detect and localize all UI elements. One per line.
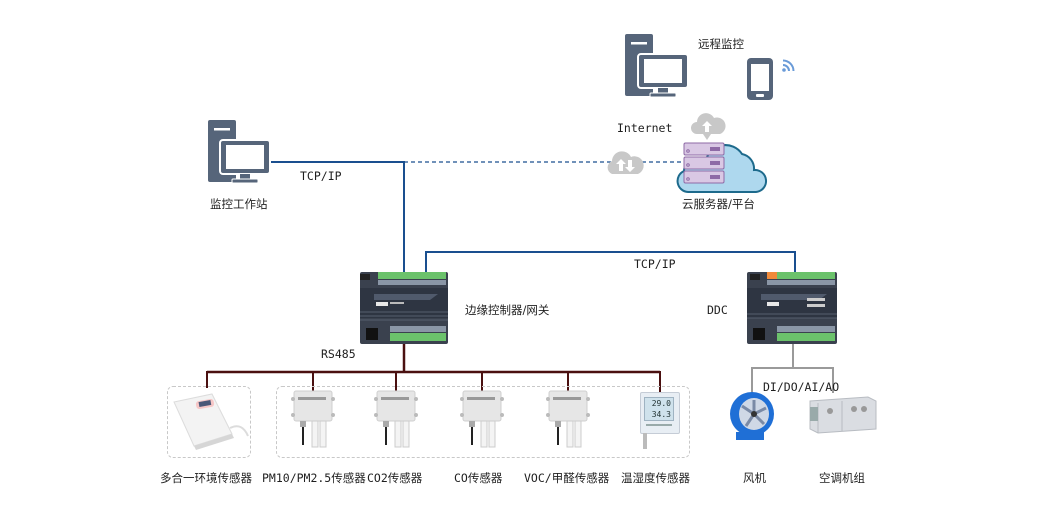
sensor-label: 多合一环境传感器 [160, 471, 252, 485]
pm-sensor-device-icon [291, 390, 335, 448]
workstation-label: 监控工作站 [210, 197, 268, 211]
cloud-sync-icon [607, 151, 644, 174]
temp-reading: 29.0 [651, 399, 671, 408]
sensor-label: CO传感器 [454, 471, 503, 485]
tcp-ip-label-workstation: TCP/IP [300, 169, 342, 183]
voc-sensor-device-icon [546, 390, 590, 448]
multi-sensor-group [167, 386, 251, 458]
fan-icon [730, 392, 774, 440]
sensor-label: VOC/甲醛传感器 [524, 471, 610, 485]
internet-label: Internet [617, 121, 673, 135]
io-signals-label: DI/DO/AI/AO [763, 380, 840, 394]
sensor-label: CO2传感器 [367, 471, 423, 485]
edge-controller-device-icon [360, 272, 448, 344]
air-handling-unit-icon [809, 396, 877, 434]
tcp-ip-label-ddc: TCP/IP [634, 257, 676, 271]
co2-sensor-device-icon [374, 390, 418, 448]
equipment-label: 空调机组 [819, 471, 865, 485]
mobile-phone-icon [747, 58, 773, 100]
ddc-controller-device-icon [747, 272, 837, 344]
wifi-signal-icon [782, 59, 795, 72]
sensor-label: PM10/PM2.5传感器 [262, 471, 366, 485]
edge-controller-label: 边缘控制器/网关 [465, 303, 550, 317]
sensor-label: 温湿度传感器 [621, 471, 690, 485]
co-sensor-device-icon [460, 390, 504, 448]
multi-sensor-device-icon [173, 393, 249, 450]
workstation-computer-icon [208, 120, 271, 184]
remote-computer-icon [625, 34, 689, 98]
rs485-label: RS485 [321, 347, 356, 361]
sensor-group [276, 386, 690, 458]
cloud-platform-label: 云服务器/平台 [682, 197, 755, 211]
temp-humidity-sensor-device: 29.0 34.3 [640, 392, 680, 450]
io-link [751, 343, 794, 395]
tcp-link-ddc [425, 251, 796, 275]
ddc-label: DDC [707, 303, 728, 317]
io-link [793, 367, 834, 393]
cloud-upload-icon [691, 113, 726, 140]
humidity-reading: 34.3 [651, 410, 671, 419]
remote-monitor-label: 远程监控 [698, 37, 744, 51]
server-rack-icon [683, 142, 725, 184]
equipment-label: 风机 [743, 471, 766, 485]
